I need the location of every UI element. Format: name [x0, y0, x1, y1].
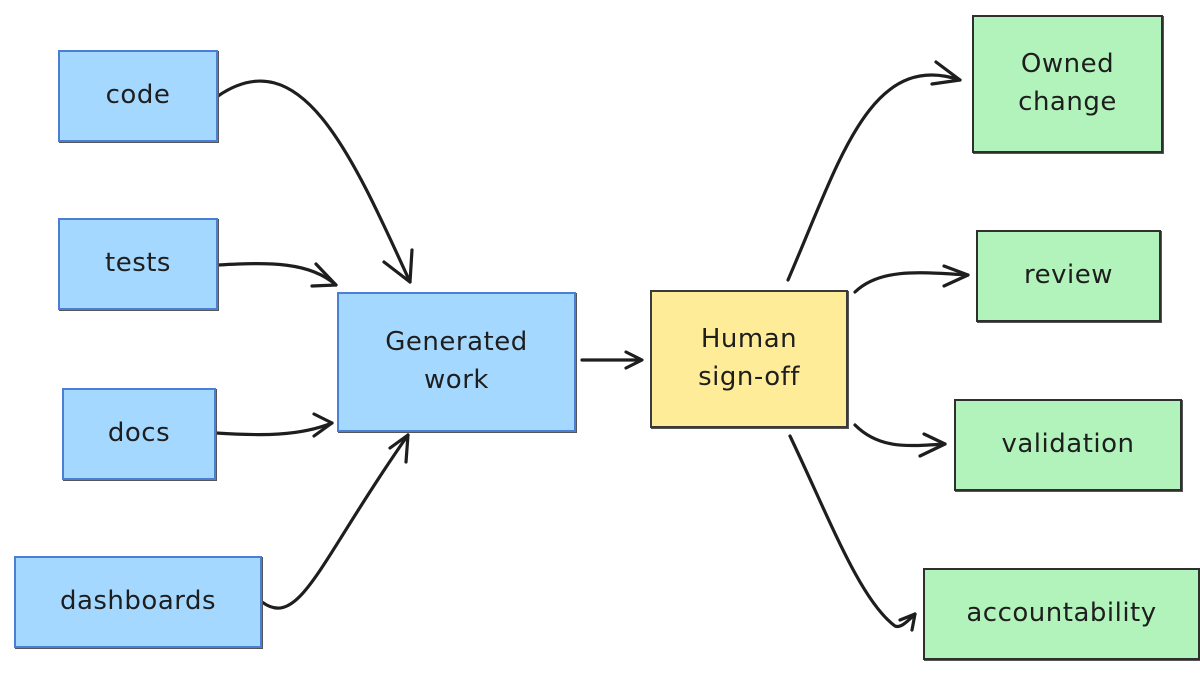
node-review-label: review — [1024, 260, 1113, 291]
node-human-signoff-label: Human sign-off — [698, 324, 800, 392]
node-owned-change: Owned change — [972, 15, 1163, 153]
arrow-tests-to-generated-work — [216, 262, 338, 288]
arrow-docs-to-generated-work — [214, 412, 334, 438]
arrow-generated-work-to-human-signoff — [580, 350, 644, 370]
node-owned-change-label: Owned change — [1018, 49, 1117, 117]
node-generated-work-label: Generated work — [385, 327, 528, 395]
node-tests-label: tests — [105, 248, 171, 279]
node-accountability-label: accountability — [966, 598, 1157, 629]
arrow-code-to-generated-work — [216, 79, 414, 284]
arrow-dashboards-to-generated-work — [260, 433, 410, 610]
node-docs-label: docs — [107, 418, 171, 449]
node-human-signoff: Human sign-off — [650, 290, 848, 428]
arrow-human-signoff-to-owned-change — [786, 60, 962, 282]
node-docs: docs — [62, 388, 216, 480]
node-dashboards: dashboards — [14, 556, 262, 648]
node-code: code — [58, 50, 218, 142]
arrow-human-signoff-to-accountability — [788, 434, 917, 632]
node-validation: validation — [954, 399, 1182, 491]
arrow-human-signoff-to-validation — [853, 423, 947, 458]
node-code-label: code — [105, 80, 171, 111]
node-review: review — [976, 230, 1161, 322]
arrow-human-signoff-to-review — [853, 264, 970, 294]
node-accountability: accountability — [923, 568, 1200, 660]
node-dashboards-label: dashboards — [59, 586, 217, 617]
node-tests: tests — [58, 218, 218, 310]
node-generated-work: Generated work — [337, 292, 576, 432]
node-validation-label: validation — [1001, 429, 1135, 460]
